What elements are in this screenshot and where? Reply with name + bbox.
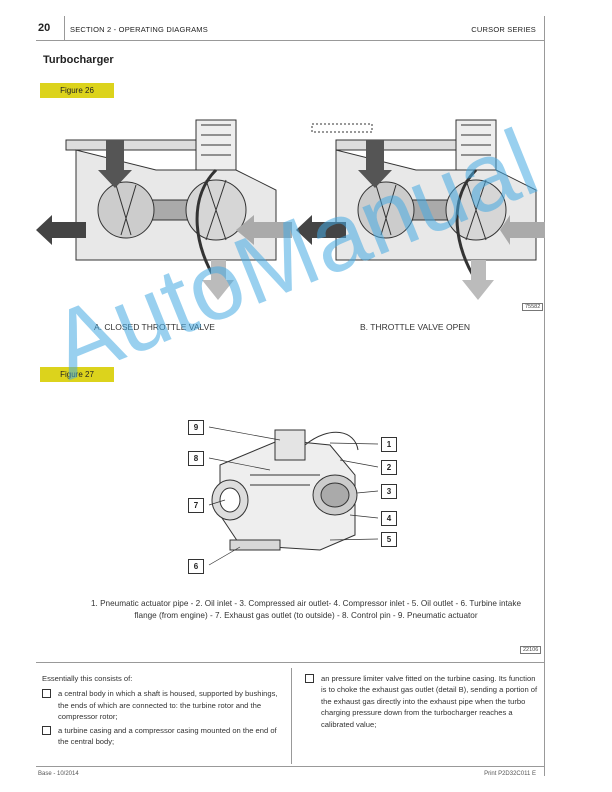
figure-26-ref: 75582 — [522, 303, 544, 311]
callout-8: 8 — [188, 451, 204, 466]
body-left-column: Essentially this consists of: a central … — [42, 673, 280, 749]
intake-arrow-b — [500, 215, 545, 245]
checkbox-bullet-icon — [42, 689, 51, 699]
callout-2: 2 — [381, 460, 397, 475]
caption-closed-valve: A. CLOSED THROTTLE VALVE — [94, 322, 215, 332]
section-title: SECTION 2 - OPERATING DIAGRAMS — [70, 25, 208, 34]
page-number: 20 — [38, 22, 51, 34]
callout-9: 9 — [188, 420, 204, 435]
callout-1: 1 — [381, 437, 397, 452]
turbo-a-drawing — [65, 119, 277, 281]
figure-27-label: Figure 27 — [40, 367, 114, 382]
figure-26-diagram — [36, 119, 545, 300]
callout-6: 6 — [188, 559, 204, 574]
list-item-text: an pressure limiter valve fitted on the … — [321, 674, 538, 729]
figure-27-diagram — [208, 426, 379, 566]
legend-line-2: flange (from engine) - 7. Exhaust gas ou… — [134, 611, 478, 620]
air-arrow-a — [202, 260, 234, 300]
intake-arrow-a — [236, 215, 292, 245]
checkbox-bullet-icon — [42, 725, 51, 735]
column-divider — [291, 668, 292, 764]
exhaust-arrow-b — [296, 215, 346, 245]
gas-arrow-a — [98, 140, 132, 188]
gas-arrow-b — [358, 140, 392, 188]
figure-26-label: Figure 26 — [40, 83, 114, 98]
list-item-text: a turbine casing and a compressor casing… — [58, 725, 277, 747]
right-margin-rule — [544, 16, 545, 776]
body-intro: Essentially this consists of: — [42, 674, 133, 683]
header-divider — [64, 16, 65, 40]
callout-5: 5 — [381, 532, 397, 547]
list-item-text: a central body in which a shaft is house… — [58, 689, 278, 722]
caption-open-valve: B. THROTTLE VALVE OPEN — [360, 322, 471, 332]
callout-3: 3 — [381, 484, 397, 499]
footer-left: Base - 10/2014 — [38, 771, 79, 777]
list-item: an pressure limiter valve fitted on the … — [305, 673, 541, 730]
list-item: a turbine casing and a compressor casing… — [42, 725, 280, 748]
header-rule — [36, 40, 544, 41]
page-title: Turbocharger — [43, 54, 114, 66]
body-rule — [36, 662, 544, 663]
callout-7: 7 — [188, 498, 204, 513]
series-title: CURSOR SERIES — [471, 25, 536, 34]
legend-line-1: 1. Pneumatic actuator pipe - 2. Oil inle… — [90, 599, 522, 608]
air-arrow-b — [462, 260, 494, 300]
callout-4: 4 — [381, 511, 397, 526]
footer-right: Print P2D32C011 E — [484, 771, 536, 777]
exhaust-arrow-a — [36, 215, 86, 245]
figure-27-ref: 22106 — [520, 646, 542, 654]
figure-27-legend: 1. Pneumatic actuator pipe - 2. Oil inle… — [50, 598, 562, 622]
body-right-column: an pressure limiter valve fitted on the … — [305, 673, 541, 732]
checkbox-bullet-icon — [305, 674, 314, 683]
turbo-b-drawing — [311, 119, 537, 281]
list-item: a central body in which a shaft is house… — [42, 688, 280, 722]
footer-rule — [36, 766, 544, 767]
